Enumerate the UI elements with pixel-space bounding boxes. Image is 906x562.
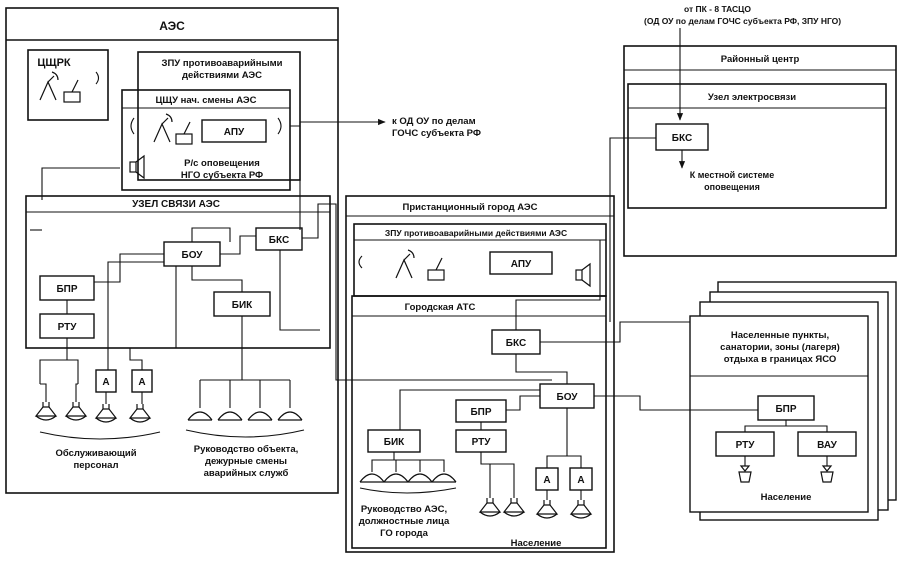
telephone-icon	[247, 411, 273, 421]
telephone-icon	[187, 411, 213, 421]
tsshrk-label: ЦЩРК	[37, 57, 71, 69]
telephone-icon	[383, 473, 409, 483]
top-right-line2: (ОД ОУ по делам ГОЧС субъекта РФ, ЗПУ НГ…	[644, 16, 841, 26]
radio-antenna-icon	[395, 249, 415, 279]
loudspeaker-icon	[65, 401, 87, 421]
city-officials-line1: Руководство АЭС,	[361, 504, 447, 515]
loudspeaker-icon	[95, 403, 117, 423]
aes-node-title: УЗЕЛ СВЯЗИ АЭС	[132, 199, 220, 210]
aes-bks-label: БКС	[269, 235, 289, 246]
city-bou-label: БОУ	[557, 392, 579, 403]
settlements-block: Населенные пункты, санатории, зоны (лаге…	[620, 281, 897, 521]
loudspeaker-icon	[35, 401, 57, 421]
control-console-icon	[63, 79, 81, 103]
loudspeaker-icon	[129, 155, 145, 179]
loudspeaker-icon	[479, 497, 501, 517]
loudspeaker-icon	[503, 497, 525, 517]
aes-mgmt-line1: Руководство объекта,	[194, 444, 299, 455]
aes-rtu-box	[39, 313, 95, 339]
city-ats-frame	[351, 295, 607, 549]
aes-amp-label-1: А	[102, 377, 109, 388]
center-arrow-line2: ГОЧС субъекта РФ	[392, 128, 481, 139]
city-ats-title: Городская АТС	[405, 302, 476, 313]
radio-antenna-icon	[153, 113, 173, 143]
city-bik-label: БИК	[384, 437, 405, 448]
aes-node-frame	[25, 195, 331, 349]
settlements-vau-label: ВАУ	[817, 440, 838, 451]
district-local-line2: оповещения	[704, 182, 760, 192]
aes-mgmt-line2: дежурные смены	[205, 456, 287, 467]
city-apu-box	[489, 251, 553, 275]
district-title: Районный центр	[721, 54, 800, 65]
settlements-population-label: Население	[761, 492, 812, 503]
zpu-aes-frame	[137, 51, 301, 181]
control-console-icon	[427, 257, 445, 281]
city-bks-box	[491, 329, 541, 355]
telephone-icon	[407, 473, 433, 483]
zpu-aes-title-line1: ЗПУ противоаварийными	[162, 58, 283, 69]
city-bks-label: БКС	[506, 338, 526, 349]
district-frame	[623, 45, 897, 257]
center-arrow-line1: к ОД ОУ по делам	[392, 116, 476, 127]
district-bks-label: БКС	[672, 133, 692, 144]
city-officials-line3: ГО города	[380, 528, 428, 539]
aes-apu-box	[201, 119, 267, 143]
city-frame	[345, 195, 615, 553]
rs-line2: НГО субъекта РФ	[181, 170, 263, 181]
settlements-title-line1: Населенные пункты,	[731, 330, 829, 341]
telephone-icon	[217, 411, 243, 421]
city-bpr-label: БПР	[470, 407, 491, 418]
loudspeaker-icon	[570, 499, 592, 519]
aes-amp-label-2: А	[138, 377, 145, 388]
loudspeaker-icon	[536, 499, 558, 519]
city-apu-label: АПУ	[511, 259, 532, 270]
tsshu-frame	[121, 89, 291, 191]
rs-line1: Р/с оповещения	[184, 158, 260, 169]
aes-title: АЭС	[159, 19, 185, 33]
city-block: Пристанционный город АЭС ЗПУ противоавар…	[345, 195, 620, 553]
settlements-title-line2: санатории, зоны (лагеря)	[720, 342, 840, 353]
tsshu-title: ЦЩУ нач. смены АЭС	[155, 95, 256, 106]
zpu-aes-title-line2: действиями АЭС	[182, 70, 262, 81]
aes-staff-line2: персонал	[74, 460, 119, 471]
settlements-rtu-label: РТУ	[736, 440, 756, 451]
aes-frame	[5, 7, 339, 494]
radio-antenna-icon	[39, 71, 59, 101]
telephone-icon	[431, 473, 457, 483]
telephone-icon	[359, 473, 385, 483]
loudspeaker-icon	[575, 263, 591, 287]
telephone-icon	[277, 411, 303, 421]
district-block: Районный центр Узел электросвязи БКС К м…	[609, 45, 897, 322]
city-officials-line2: должностные лица	[359, 516, 450, 527]
aes-block: АЭС ЦЩРК ЗПУ противоаварийными действиям…	[5, 7, 339, 494]
tsshrk-box	[27, 49, 109, 121]
district-node-frame	[627, 83, 887, 209]
aes-bou-label: БОУ	[182, 250, 204, 261]
settlements-bpr-label: БПР	[775, 404, 796, 415]
district-node-title: Узел электросвязи	[708, 92, 796, 103]
city-amp-label-1: А	[543, 475, 550, 486]
aes-bik-box	[213, 291, 271, 317]
city-amp-label-2: А	[577, 475, 584, 486]
district-bks-box	[655, 123, 709, 151]
aes-bks-box	[255, 227, 303, 251]
city-title: Пристанционный город АЭС	[402, 202, 537, 213]
aes-staff-line1: Обслуживающий	[55, 448, 136, 459]
center-arrow-group: к ОД ОУ по делам ГОЧС субъекта РФ	[290, 116, 481, 230]
aes-rtu-label: РТУ	[58, 322, 78, 333]
district-local-line1: К местной системе	[690, 170, 774, 180]
top-right-line1: от ПК - 8 ТАСЦО	[684, 4, 751, 14]
aes-bik-label: БИК	[232, 300, 253, 311]
city-rtu-label: РТУ	[472, 437, 492, 448]
aes-bpr-label: БПР	[56, 284, 77, 295]
aes-apu-label: АПУ	[224, 127, 245, 138]
aes-mgmt-line3: аварийных служб	[204, 468, 289, 479]
control-console-icon	[175, 121, 193, 145]
city-zpu-title: ЗПУ противоаварийными действиями АЭС	[385, 228, 567, 238]
city-population-label: Население	[511, 538, 562, 549]
loudspeaker-icon	[129, 403, 151, 423]
settlements-title-line3: отдыха в границах ЯСО	[724, 354, 837, 365]
